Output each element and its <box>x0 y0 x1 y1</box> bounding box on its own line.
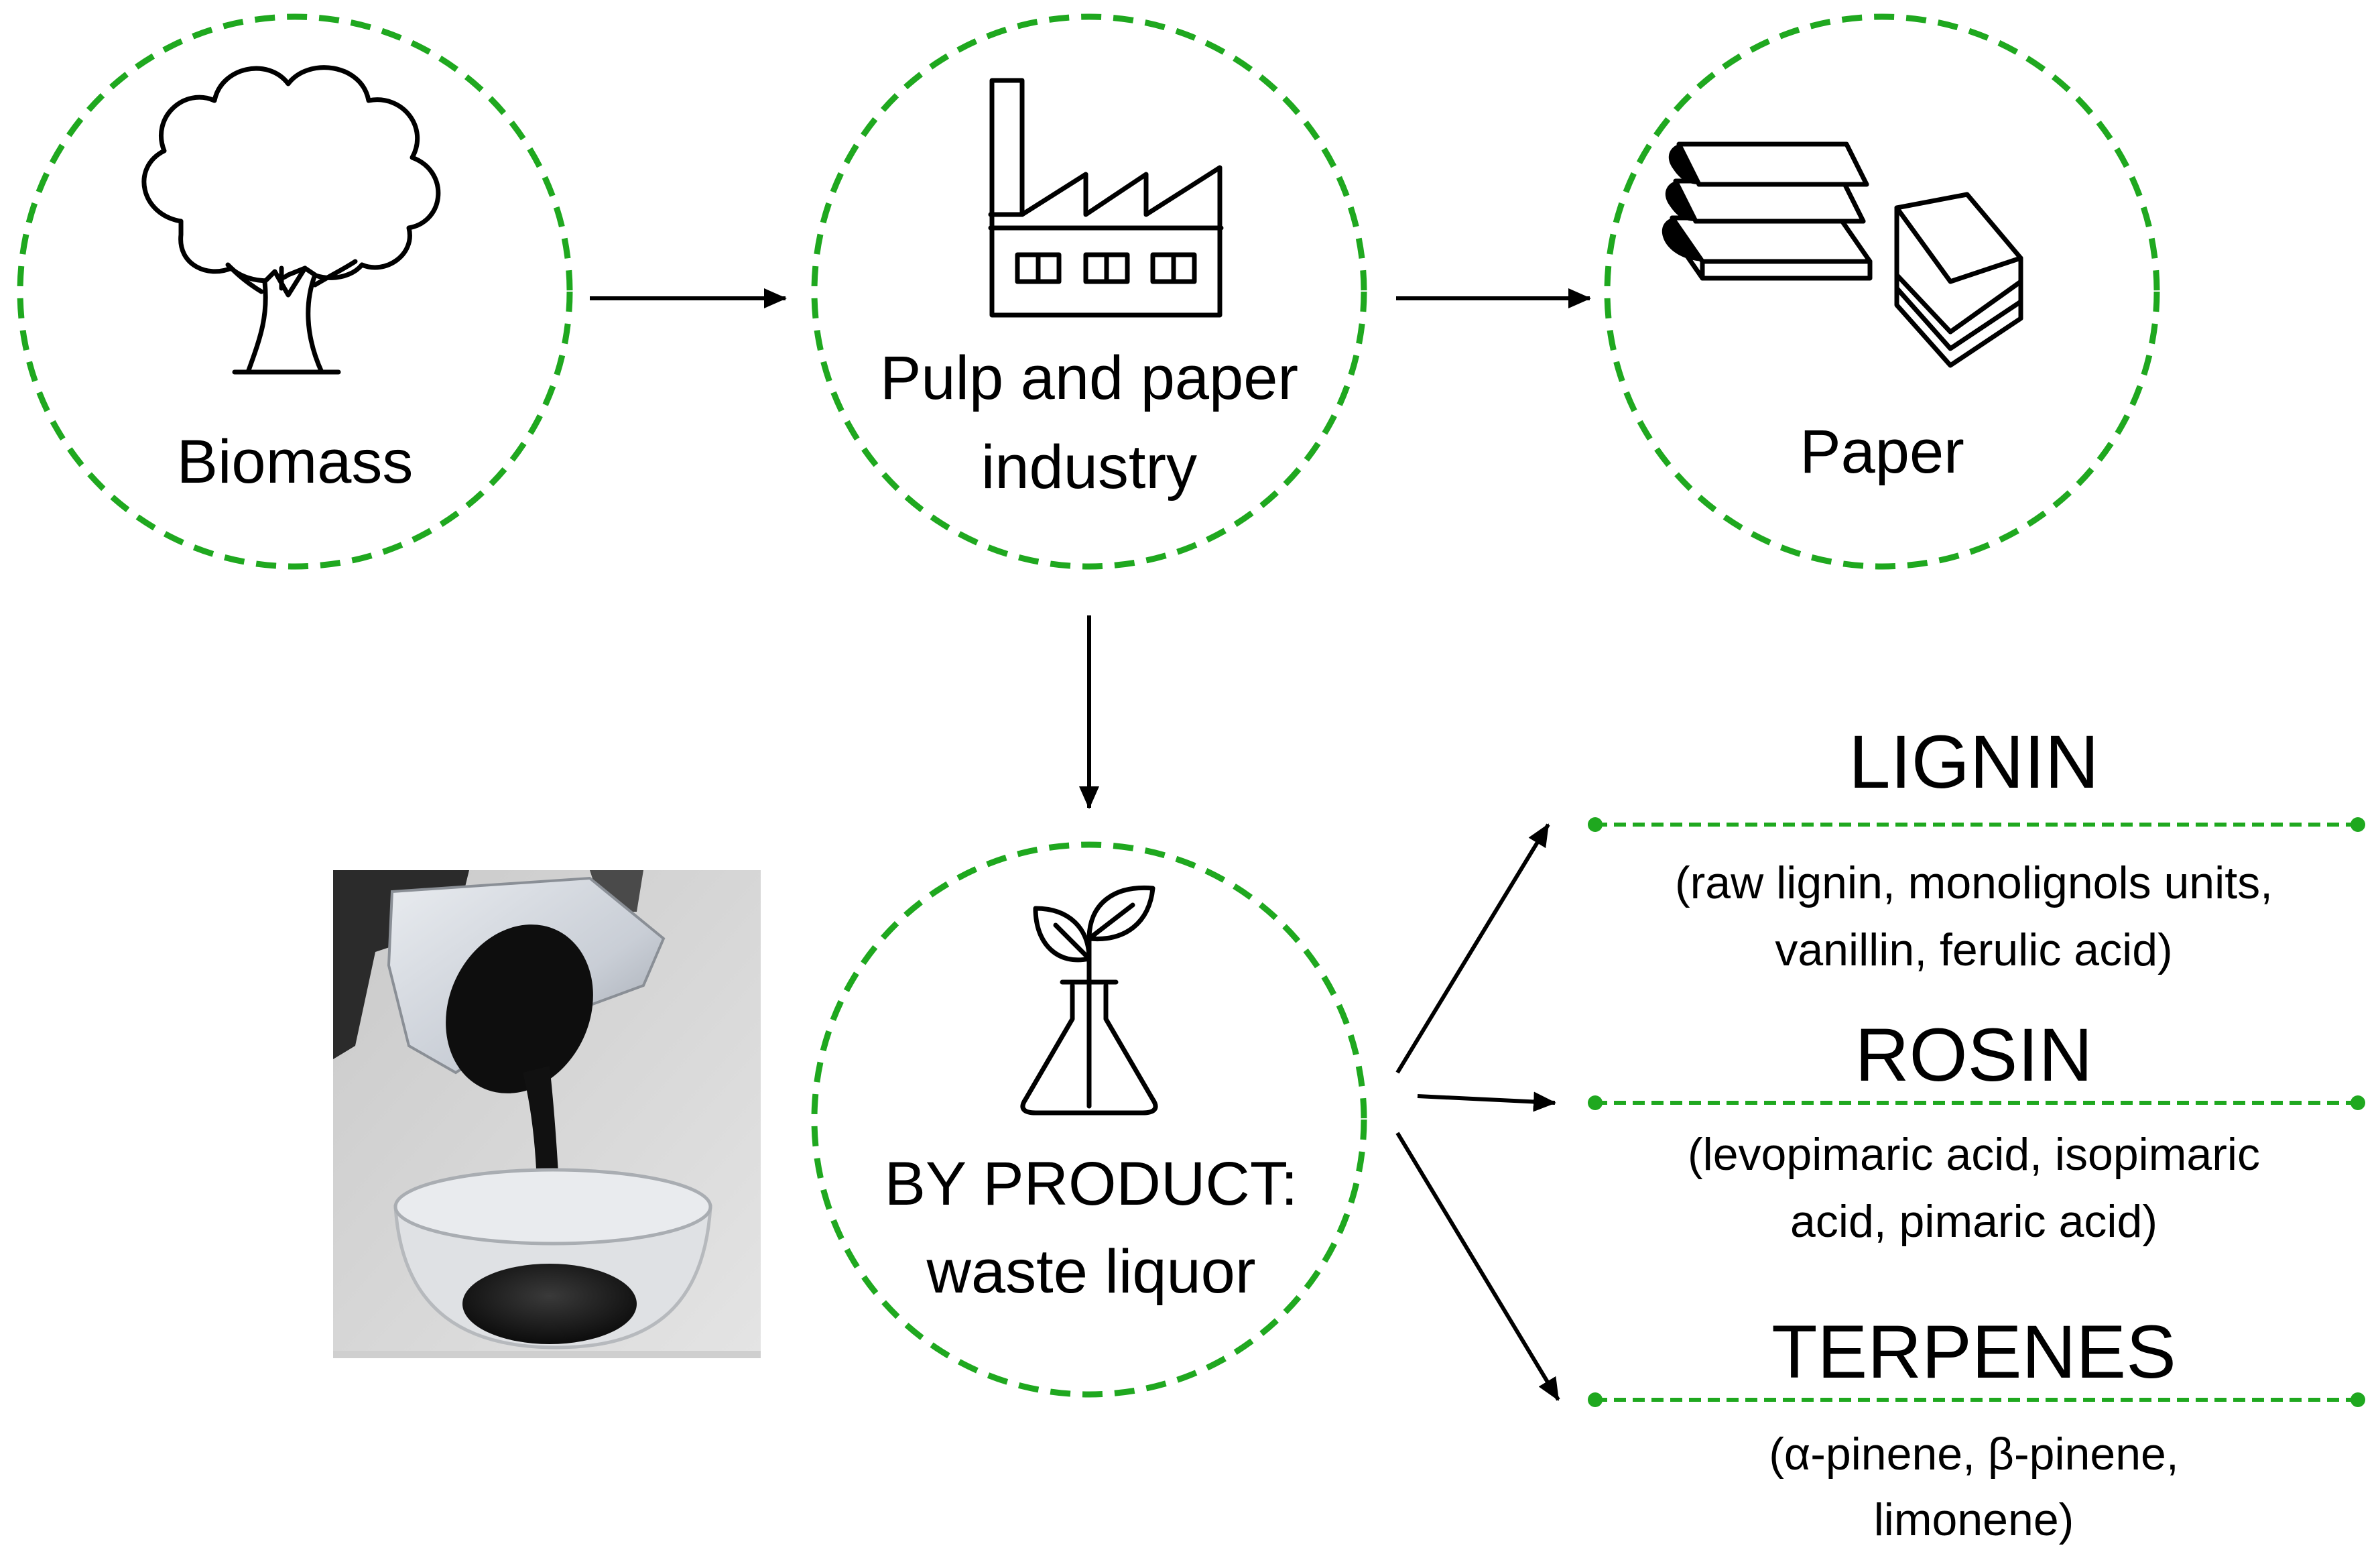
byproduct-label-line2: waste liquor <box>926 1238 1256 1306</box>
terpenes-separator <box>1588 1392 2365 1407</box>
tree-icon <box>141 65 441 375</box>
arrow-byproduct-to-terpenes <box>1395 1132 1560 1401</box>
industry-label-line1: Pulp and paper <box>880 344 1298 412</box>
lignin-separator <box>1588 817 2365 832</box>
lignin-detail-line1: (raw lignin, monolignols units, <box>1675 857 2273 908</box>
biomass-label: Biomass <box>177 428 414 496</box>
black-liquor-pouring-photo <box>333 870 761 1358</box>
lignin-detail-line2: vanillin, ferulic acid) <box>1775 924 2172 975</box>
rosin-detail-line2: acid, pimaric acid) <box>1790 1196 2157 1247</box>
terpenes-title: TERPENES <box>1771 1310 2176 1394</box>
arrow-byproduct-to-lignin <box>1395 823 1550 1074</box>
lignin-title: LIGNIN <box>1849 720 2099 804</box>
plant-flask-icon <box>1020 885 1158 1116</box>
rosin-detail-line1: (levopimaric acid, isopimaric <box>1688 1129 2260 1180</box>
industry-label-line2: industry <box>981 433 1197 501</box>
rosin-separator <box>1588 1095 2365 1110</box>
byproduct-label-line1: BY PRODUCT: <box>885 1150 1298 1218</box>
byproduct-circle <box>811 841 1367 1398</box>
paper-label: Paper <box>1800 418 1964 486</box>
rosin-title: ROSIN <box>1855 1013 2093 1097</box>
terpenes-detail-line2: limonene) <box>1874 1494 2074 1545</box>
biomass-circle <box>17 13 573 570</box>
industry-circle <box>811 13 1367 570</box>
arrow-byproduct-to-rosin <box>1417 1091 1556 1112</box>
factory-icon <box>988 78 1224 318</box>
paper-circle <box>1604 13 2160 570</box>
books-paper-icon <box>1662 141 2023 368</box>
terpenes-detail-line1: (α-pinene, β-pinene, <box>1769 1429 2178 1480</box>
